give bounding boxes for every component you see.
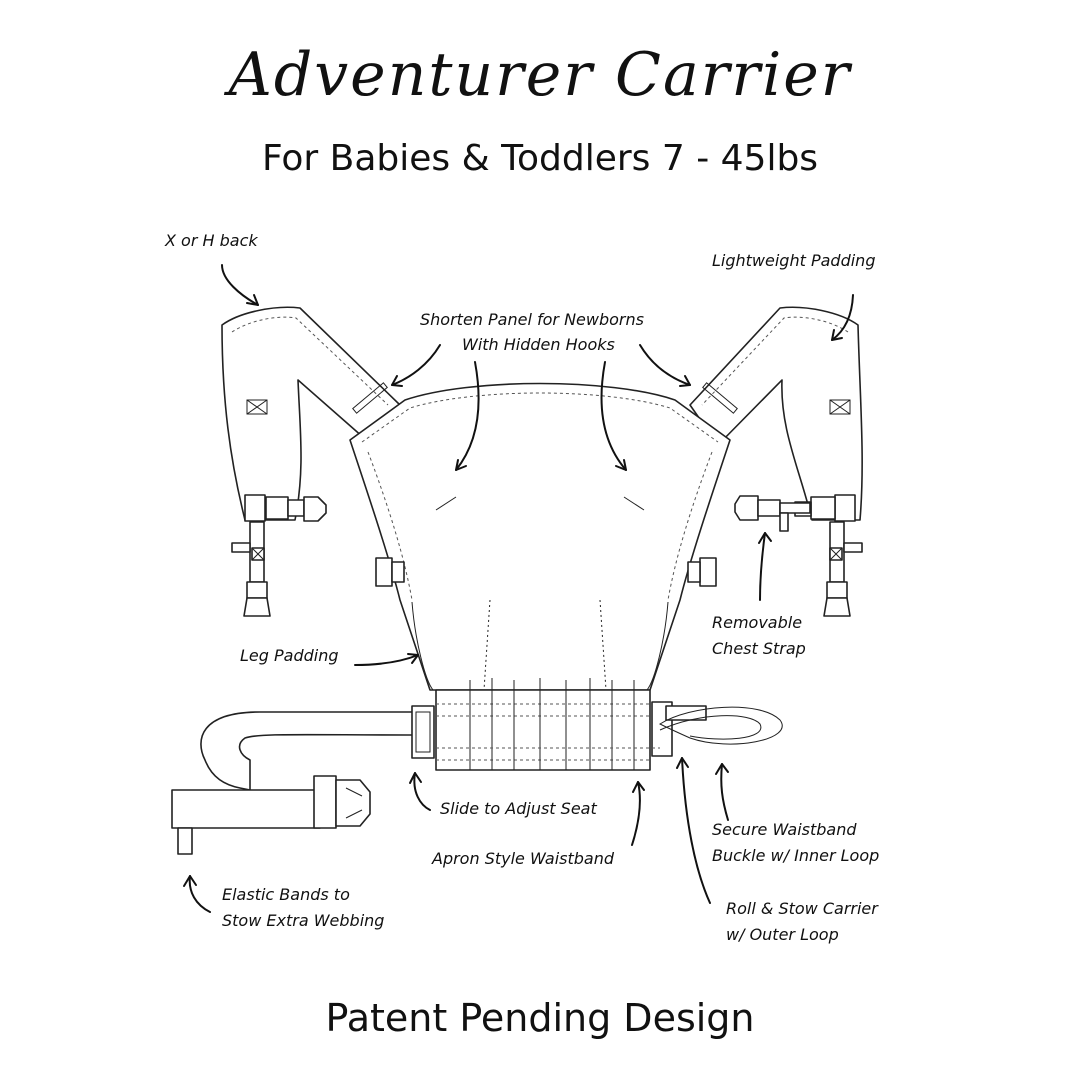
label-x-or-h-back: X or H back [165,231,258,250]
right-waistband-loops [436,701,783,757]
label-slide-adjust-seat: Slide to Adjust Seat [440,799,597,818]
label-roll-stow-line1: Roll & Stow Carrier [726,899,878,918]
seat-apron [435,678,651,771]
right-shoulder-strap [689,306,863,521]
label-elastic-bands-line2: Stow Extra Webbing [222,911,385,930]
label-apron-waistband: Apron Style Waistband [432,849,615,868]
left-shoulder-strap [221,306,401,521]
label-shorten-panel-line2: With Hidden Hooks [462,335,615,354]
label-roll-stow-line2: w/ Outer Loop [726,925,839,944]
label-lightweight-padding: Lightweight Padding [712,251,876,270]
label-secure-waistband-line2: Buckle w/ Inner Loop [712,846,880,865]
waist-buckle-male [313,775,371,829]
right-strap-buckle [794,494,863,617]
label-leg-padding: Leg Padding [240,646,339,665]
side-buckles [375,557,717,587]
label-elastic-bands-line1: Elastic Bands to [222,885,350,904]
annotation-arrows [183,264,854,913]
patent-footer: Patent Pending Design [325,996,755,1040]
chest-strap [734,495,811,532]
left-strap-buckle [231,494,327,617]
label-removable-chest-line1: Removable [712,613,803,632]
left-waistband [171,705,435,855]
label-shorten-panel-line1: Shorten Panel for Newborns [420,310,644,329]
diagram-title: Adventurer Carrier [228,40,852,110]
label-removable-chest-line2: Chest Strap [712,639,806,658]
body-panel [349,382,731,691]
diagram-subtitle: For Babies & Toddlers 7 - 45lbs [261,138,819,179]
label-secure-waistband-line1: Secure Waistband [712,820,857,839]
